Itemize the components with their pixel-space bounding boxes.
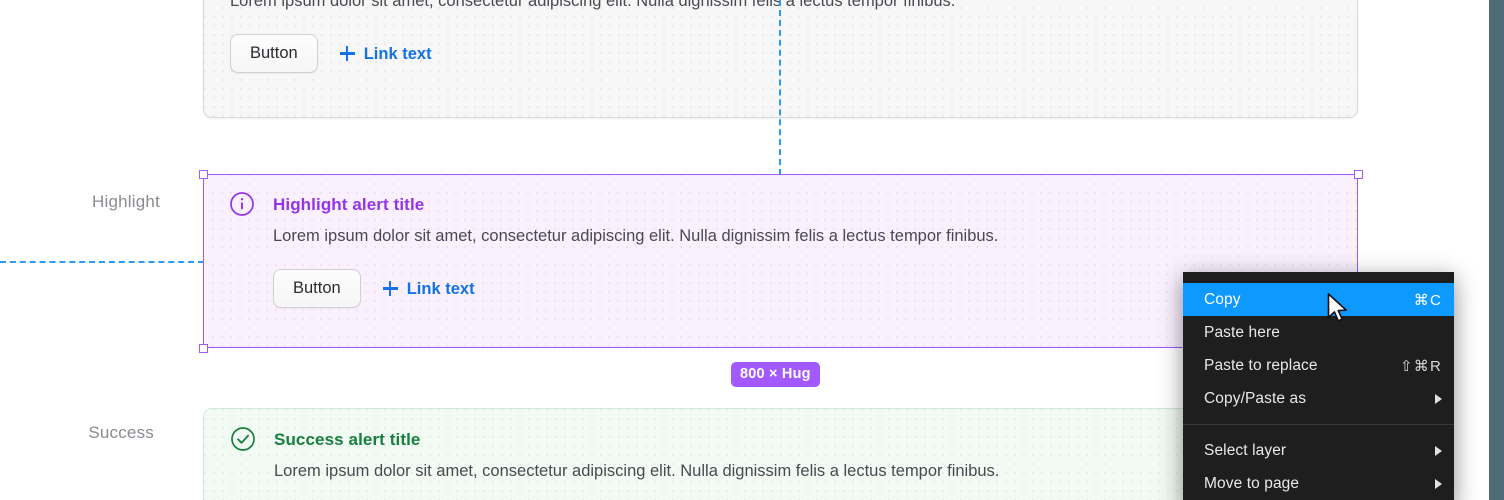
submenu-arrow-icon bbox=[1435, 445, 1442, 456]
menu-item-label: Move to page bbox=[1204, 474, 1300, 492]
menu-item-shortcut: ⇧⌘R bbox=[1399, 357, 1442, 375]
context-menu[interactable]: Copy ⌘C Paste here Paste to replace ⇧⌘R … bbox=[1183, 272, 1454, 500]
menu-item-label: Paste to replace bbox=[1204, 356, 1318, 374]
alert-link[interactable]: Link text bbox=[339, 44, 432, 63]
alert-actions: Button Link text bbox=[273, 269, 1334, 308]
menu-item-select-layer[interactable]: Select layer bbox=[1183, 434, 1454, 467]
menu-item-label: Copy bbox=[1204, 290, 1241, 308]
row-label-success: Success bbox=[88, 423, 154, 442]
alert-title: Success alert title bbox=[274, 430, 421, 449]
menu-item-label: Select layer bbox=[1204, 441, 1287, 459]
menu-item-label: Copy/Paste as bbox=[1204, 389, 1307, 407]
menu-item-move-to-page[interactable]: Move to page bbox=[1183, 467, 1454, 500]
selection-size-badge: 800 × Hug bbox=[731, 362, 820, 387]
smart-guide-vertical bbox=[779, 0, 781, 175]
check-circle-icon bbox=[230, 426, 256, 452]
alert-description: Lorem ipsum dolor sit amet, consectetur … bbox=[230, 0, 956, 10]
plus-icon bbox=[339, 46, 355, 61]
menu-item-paste-here[interactable]: Paste here bbox=[1183, 316, 1454, 349]
alert-card-success[interactable]: Success alert title Lorem ipsum dolor si… bbox=[203, 408, 1358, 500]
plus-icon bbox=[382, 281, 398, 296]
submenu-arrow-icon bbox=[1435, 393, 1442, 404]
alert-link[interactable]: Link text bbox=[382, 279, 475, 298]
alert-title: Highlight alert title bbox=[273, 195, 425, 214]
alert-description: Lorem ipsum dolor sit amet, consectetur … bbox=[274, 462, 1000, 480]
alert-description: Lorem ipsum dolor sit amet, consectetur … bbox=[273, 227, 999, 245]
alert-link-label: Link text bbox=[363, 44, 432, 63]
menu-separator bbox=[1183, 424, 1454, 425]
alert-link-label: Link text bbox=[406, 279, 475, 298]
alert-button[interactable]: Button bbox=[230, 34, 318, 73]
menu-item-copy[interactable]: Copy ⌘C bbox=[1183, 283, 1454, 316]
alert-button[interactable]: Button bbox=[273, 269, 361, 308]
menu-item-paste-to-replace[interactable]: Paste to replace ⇧⌘R bbox=[1183, 349, 1454, 382]
smart-guide-horizontal bbox=[0, 261, 204, 263]
info-circle-icon bbox=[229, 191, 255, 217]
submenu-arrow-icon bbox=[1435, 478, 1442, 489]
panel-edge-strip bbox=[1489, 0, 1504, 500]
alert-card-highlight[interactable]: Highlight alert title Lorem ipsum dolor … bbox=[203, 174, 1358, 348]
row-label-highlight: Highlight bbox=[92, 192, 160, 211]
menu-item-copy-paste-as[interactable]: Copy/Paste as bbox=[1183, 382, 1454, 415]
alert-actions: Button Link text bbox=[230, 34, 1333, 73]
menu-item-shortcut: ⌘C bbox=[1413, 291, 1442, 309]
menu-item-label: Paste here bbox=[1204, 323, 1280, 341]
